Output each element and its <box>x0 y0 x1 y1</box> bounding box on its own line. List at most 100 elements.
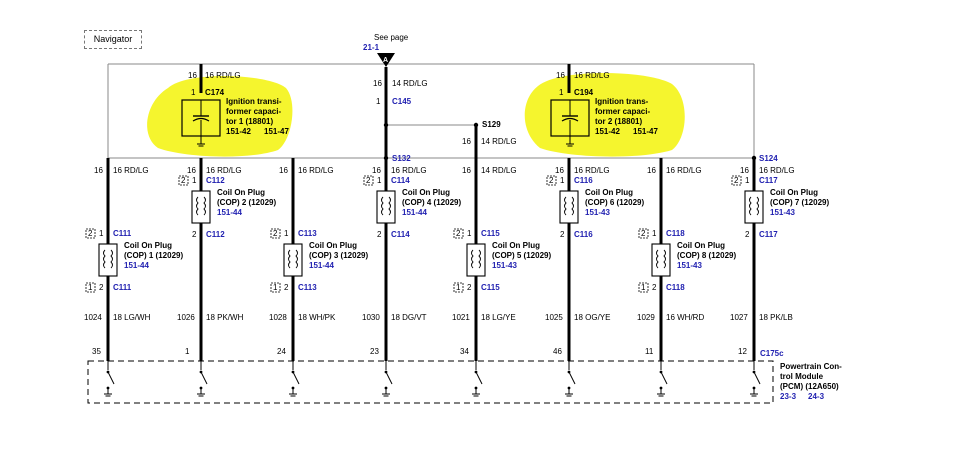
connector-bottom-link[interactable]: C116 <box>574 230 593 239</box>
top-wire-color: 14 RD/LG <box>481 166 517 175</box>
coil-box <box>744 190 764 224</box>
feed-wire: 16 14 RD/LG 1 C145 S129 16 14 RD/LG S132… <box>373 67 778 163</box>
cap1-ref-a: 151-42 <box>226 127 251 136</box>
coil-winding-icon <box>103 249 106 269</box>
pin-box-top <box>546 175 557 186</box>
coil-ref-link[interactable]: 151-43 <box>677 261 702 270</box>
top-gauge: 16 <box>462 166 471 175</box>
connector-top-link[interactable]: C111 <box>113 229 132 238</box>
pin-bottom: 2 <box>560 230 565 239</box>
coil-name-line1: Coil On Plug <box>124 241 172 250</box>
connector-bottom-link[interactable]: C113 <box>298 283 317 292</box>
connector-top-link[interactable]: C114 <box>391 176 410 185</box>
capacitor-1: 16 16 RD/LG 1 C174 Ignition transi- form… <box>181 64 289 147</box>
pin-box-top <box>731 175 742 186</box>
pcm-pin: 23 <box>370 347 379 356</box>
circuit-number: 1027 <box>730 313 748 322</box>
pin-box-top <box>638 228 649 239</box>
connector-top-link[interactable]: C116 <box>574 176 593 185</box>
pcm-ref-a: 23-3 <box>780 392 797 401</box>
pin-top: 1 <box>377 176 382 185</box>
pcm-pin: 35 <box>92 347 101 356</box>
page-reference[interactable]: See page 21-1 A <box>363 33 409 67</box>
pin-box-bottom-label: 1 <box>456 283 461 292</box>
top-wire-color: 16 RD/LG <box>298 166 334 175</box>
pcm-pin: 34 <box>460 347 469 356</box>
cap1-name-line1: Ignition transi- <box>226 97 282 106</box>
cap1-gauge: 16 <box>188 71 197 80</box>
wire-color: 18 PK/WH <box>206 313 244 322</box>
coil-name-line2: (COP) 1 (12029) <box>124 251 183 260</box>
pin-box-top <box>363 175 374 186</box>
top-gauge: 16 <box>94 166 103 175</box>
coil-name-line2: (COP) 2 (12029) <box>217 198 276 207</box>
coil-box <box>283 243 303 277</box>
top-wire-color: 16 RD/LG <box>113 166 149 175</box>
circuit-number: 1030 <box>362 313 380 322</box>
coil-winding-icon <box>196 196 199 216</box>
coil-winding-icon <box>478 249 481 269</box>
coil-ref-link[interactable]: 151-44 <box>402 208 427 217</box>
coil-ref-link[interactable]: 151-44 <box>124 261 149 270</box>
navigator-button[interactable]: Navigator <box>84 30 142 49</box>
coil-name-line2: (COP) 4 (12029) <box>402 198 461 207</box>
coil-box <box>651 243 671 277</box>
feed-connector: C145 <box>392 97 412 106</box>
connector-top-link[interactable]: C112 <box>206 176 225 185</box>
pcm-pin: 24 <box>277 347 286 356</box>
connector-top-link[interactable]: C115 <box>481 229 500 238</box>
coil-ref-link[interactable]: 151-44 <box>217 208 242 217</box>
coil-name-line1: Coil On Plug <box>770 188 818 197</box>
pcm-module[interactable]: C175c Powertrain Con- trol Module (PCM) … <box>87 349 842 404</box>
cap2-pin: 1 <box>559 88 564 97</box>
top-wire-color: 16 RD/LG <box>391 166 427 175</box>
pin-box-top-label: 2 <box>734 176 739 185</box>
wire-color: 18 PK/LB <box>759 313 793 322</box>
connector-bottom-link[interactable]: C111 <box>113 283 132 292</box>
coil-box <box>191 190 211 224</box>
coil-ref-link[interactable]: 151-43 <box>770 208 795 217</box>
pin-top: 1 <box>560 176 565 185</box>
circuit-number: 1025 <box>545 313 563 322</box>
wire-color: 18 LG/YE <box>481 313 516 322</box>
cap2-ref-a: 151-42 <box>595 127 620 136</box>
top-wire-color: 16 RD/LG <box>574 166 610 175</box>
pin-bottom: 2 <box>377 230 382 239</box>
circuit-number: 1021 <box>452 313 470 322</box>
top-wire-color: 16 RD/LG <box>206 166 242 175</box>
pin-top: 1 <box>467 229 472 238</box>
pin-bottom: 2 <box>99 283 104 292</box>
connector-bottom-link[interactable]: C117 <box>759 230 778 239</box>
connector-top-link[interactable]: C117 <box>759 176 778 185</box>
connector-bottom-link[interactable]: C118 <box>666 283 685 292</box>
pin-top: 1 <box>652 229 657 238</box>
pin-box-bottom <box>453 282 464 293</box>
connector-top-link[interactable]: C113 <box>298 229 317 238</box>
pcm-connector: C175c <box>760 349 784 358</box>
connector-top-link[interactable]: C118 <box>666 229 685 238</box>
top-wire-color: 16 RD/LG <box>666 166 702 175</box>
pin-top: 1 <box>192 176 197 185</box>
top-gauge: 16 <box>647 166 656 175</box>
pin-top: 1 <box>745 176 750 185</box>
wire-color: 18 DG/VT <box>391 313 427 322</box>
coil-winding-icon <box>381 196 384 216</box>
coil-name-line2: (COP) 7 (12029) <box>770 198 829 207</box>
coil-winding-icon <box>471 249 474 269</box>
coil-ref-link[interactable]: 151-43 <box>585 208 610 217</box>
pin-top: 1 <box>284 229 289 238</box>
pin-box-bottom <box>85 282 96 293</box>
coil-winding-icon <box>203 196 206 216</box>
pin-top: 1 <box>99 229 104 238</box>
connector-bottom-link[interactable]: C115 <box>481 283 500 292</box>
pcm-name-line3: (PCM) (12A650) <box>780 382 839 391</box>
pin-box-bottom-label: 1 <box>641 283 646 292</box>
coil-ref-link[interactable]: 151-44 <box>309 261 334 270</box>
coil-ref-link[interactable]: 151-43 <box>492 261 517 270</box>
connector-bottom-link[interactable]: C114 <box>391 230 410 239</box>
pin-bottom: 2 <box>284 283 289 292</box>
connector-bottom-link[interactable]: C112 <box>206 230 225 239</box>
coil-name-line2: (COP) 3 (12029) <box>309 251 368 260</box>
